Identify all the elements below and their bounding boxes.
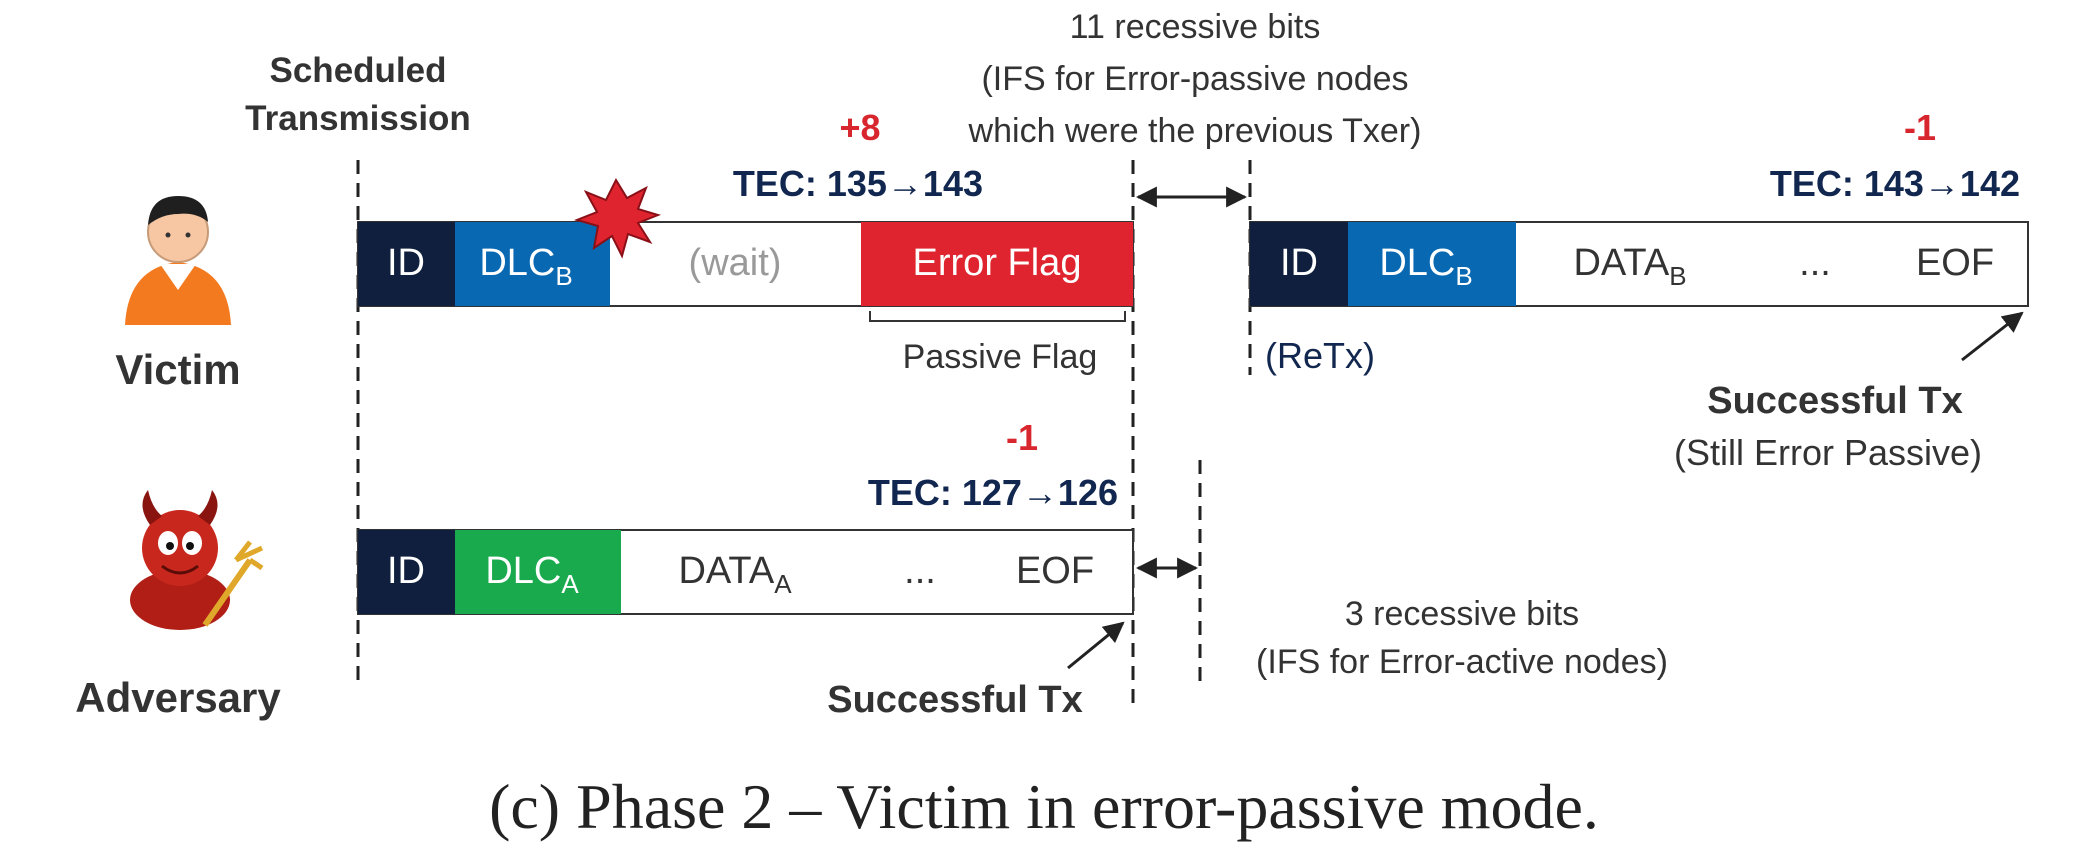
adversary-frame: ID DLCA DATAA ... EOF	[357, 529, 1134, 615]
top-ifs-note: 11 recessive bits (IFS for Error-passive…	[968, 8, 1422, 150]
scheduled-line2: Transmission	[245, 99, 471, 138]
passive-flag-label: Passive Flag	[903, 338, 1098, 376]
adversary-frame-eof: EOF	[1016, 550, 1094, 592]
victim-frame-2-ellipsis: ...	[1799, 242, 1831, 284]
adversary-frame-dlc-text: DLCA	[485, 550, 579, 599]
collision-burst-icon	[573, 177, 662, 259]
victim-success-note: (Still Error Passive)	[1674, 432, 1982, 473]
victim-person-icon	[125, 196, 231, 325]
adversary-tec-delta: -1	[1006, 417, 1038, 458]
top-note-line3: which were the previous Txer)	[968, 112, 1422, 150]
adversary-frame-id-text: ID	[387, 550, 425, 592]
adversary-label: Adversary	[75, 674, 281, 721]
victim-tec-delta-1: +8	[839, 107, 880, 148]
top-note-line1: 11 recessive bits	[1070, 8, 1321, 46]
top-note-line2: (IFS for Error-passive nodes	[981, 60, 1408, 98]
adversary-tec: TEC: 127→126	[868, 472, 1118, 513]
victim-frame-2-id-field	[1250, 222, 1348, 306]
adversary-frame-dlc-sub: A	[561, 569, 579, 599]
active-ifs-note-line1: 3 recessive bits	[1345, 595, 1579, 633]
wait-text: (wait)	[689, 242, 782, 284]
adversary-success-label: Successful Tx	[827, 679, 1083, 721]
victim-label: Victim	[115, 346, 240, 393]
victim-frame-2-data-sub: B	[1669, 261, 1686, 291]
adversary-frame-data-text: DATAA	[678, 550, 792, 599]
victim-frame-1-id-field	[358, 222, 455, 306]
victim-tec-1: TEC: 135→143	[733, 163, 983, 204]
scheduled-transmission-label: Scheduled Transmission	[245, 51, 471, 138]
victim-frame-1-dlc-main: DLC	[479, 242, 555, 284]
active-ifs-note-line2: (IFS for Error-active nodes)	[1256, 643, 1668, 681]
figure-caption: (c) Phase 2 – Victim in error-passive mo…	[489, 771, 1599, 842]
victim-frame-1: ID DLCB (wait) Error Flag	[357, 177, 1134, 307]
passive-flag-bracket	[869, 311, 1126, 322]
adversary-frame-id-field	[358, 530, 455, 614]
victim-frame-1-id-text: ID	[387, 242, 425, 284]
adversary-frame-data-main: DATA	[678, 550, 774, 592]
victim-tec-2: TEC: 143→142	[1770, 163, 2020, 204]
victim-frame-2-dlc-field	[1348, 222, 1516, 306]
error-flag-field	[861, 222, 1133, 306]
victim-frame-1-dlc-sub: B	[555, 261, 572, 291]
active-ifs-note: 3 recessive bits (IFS for Error-active n…	[1256, 595, 1668, 681]
adversary-frame-data-sub: A	[774, 569, 792, 599]
victim-frame-2-dlc-sub: B	[1455, 261, 1472, 291]
adversary-devil-icon	[130, 490, 264, 630]
adversary-frame-ellipsis: ...	[904, 550, 936, 592]
victim-frame-2-id-text: ID	[1280, 242, 1318, 284]
victim-tec-delta-2: -1	[1904, 107, 1936, 148]
scheduled-line1: Scheduled	[270, 51, 447, 90]
victim-frame-1-dlc-text: DLCB	[479, 242, 572, 291]
adversary-frame-dlc-field	[455, 530, 621, 614]
victim-frame-2: ID DLCB DATAB ... EOF	[1249, 221, 2029, 307]
victim-frame-2-eof: EOF	[1916, 242, 1994, 284]
victim-frame-1-dlc-field	[455, 222, 610, 306]
victim-frame-2-data-text: DATAB	[1573, 242, 1686, 291]
error-flag-text: Error Flag	[913, 242, 1082, 284]
adversary-frame-dlc-main: DLC	[485, 550, 561, 592]
victim-frame-2-data-main: DATA	[1573, 242, 1669, 284]
retx-label: (ReTx)	[1265, 335, 1375, 376]
victim-frame-2-dlc-main: DLC	[1379, 242, 1455, 284]
adversary-success-arrow	[1067, 621, 1125, 670]
victim-success-arrow	[1961, 311, 2024, 362]
victim-frame-2-dlc-text: DLCB	[1379, 242, 1472, 291]
victim-success-label: Successful Tx	[1707, 380, 1963, 422]
